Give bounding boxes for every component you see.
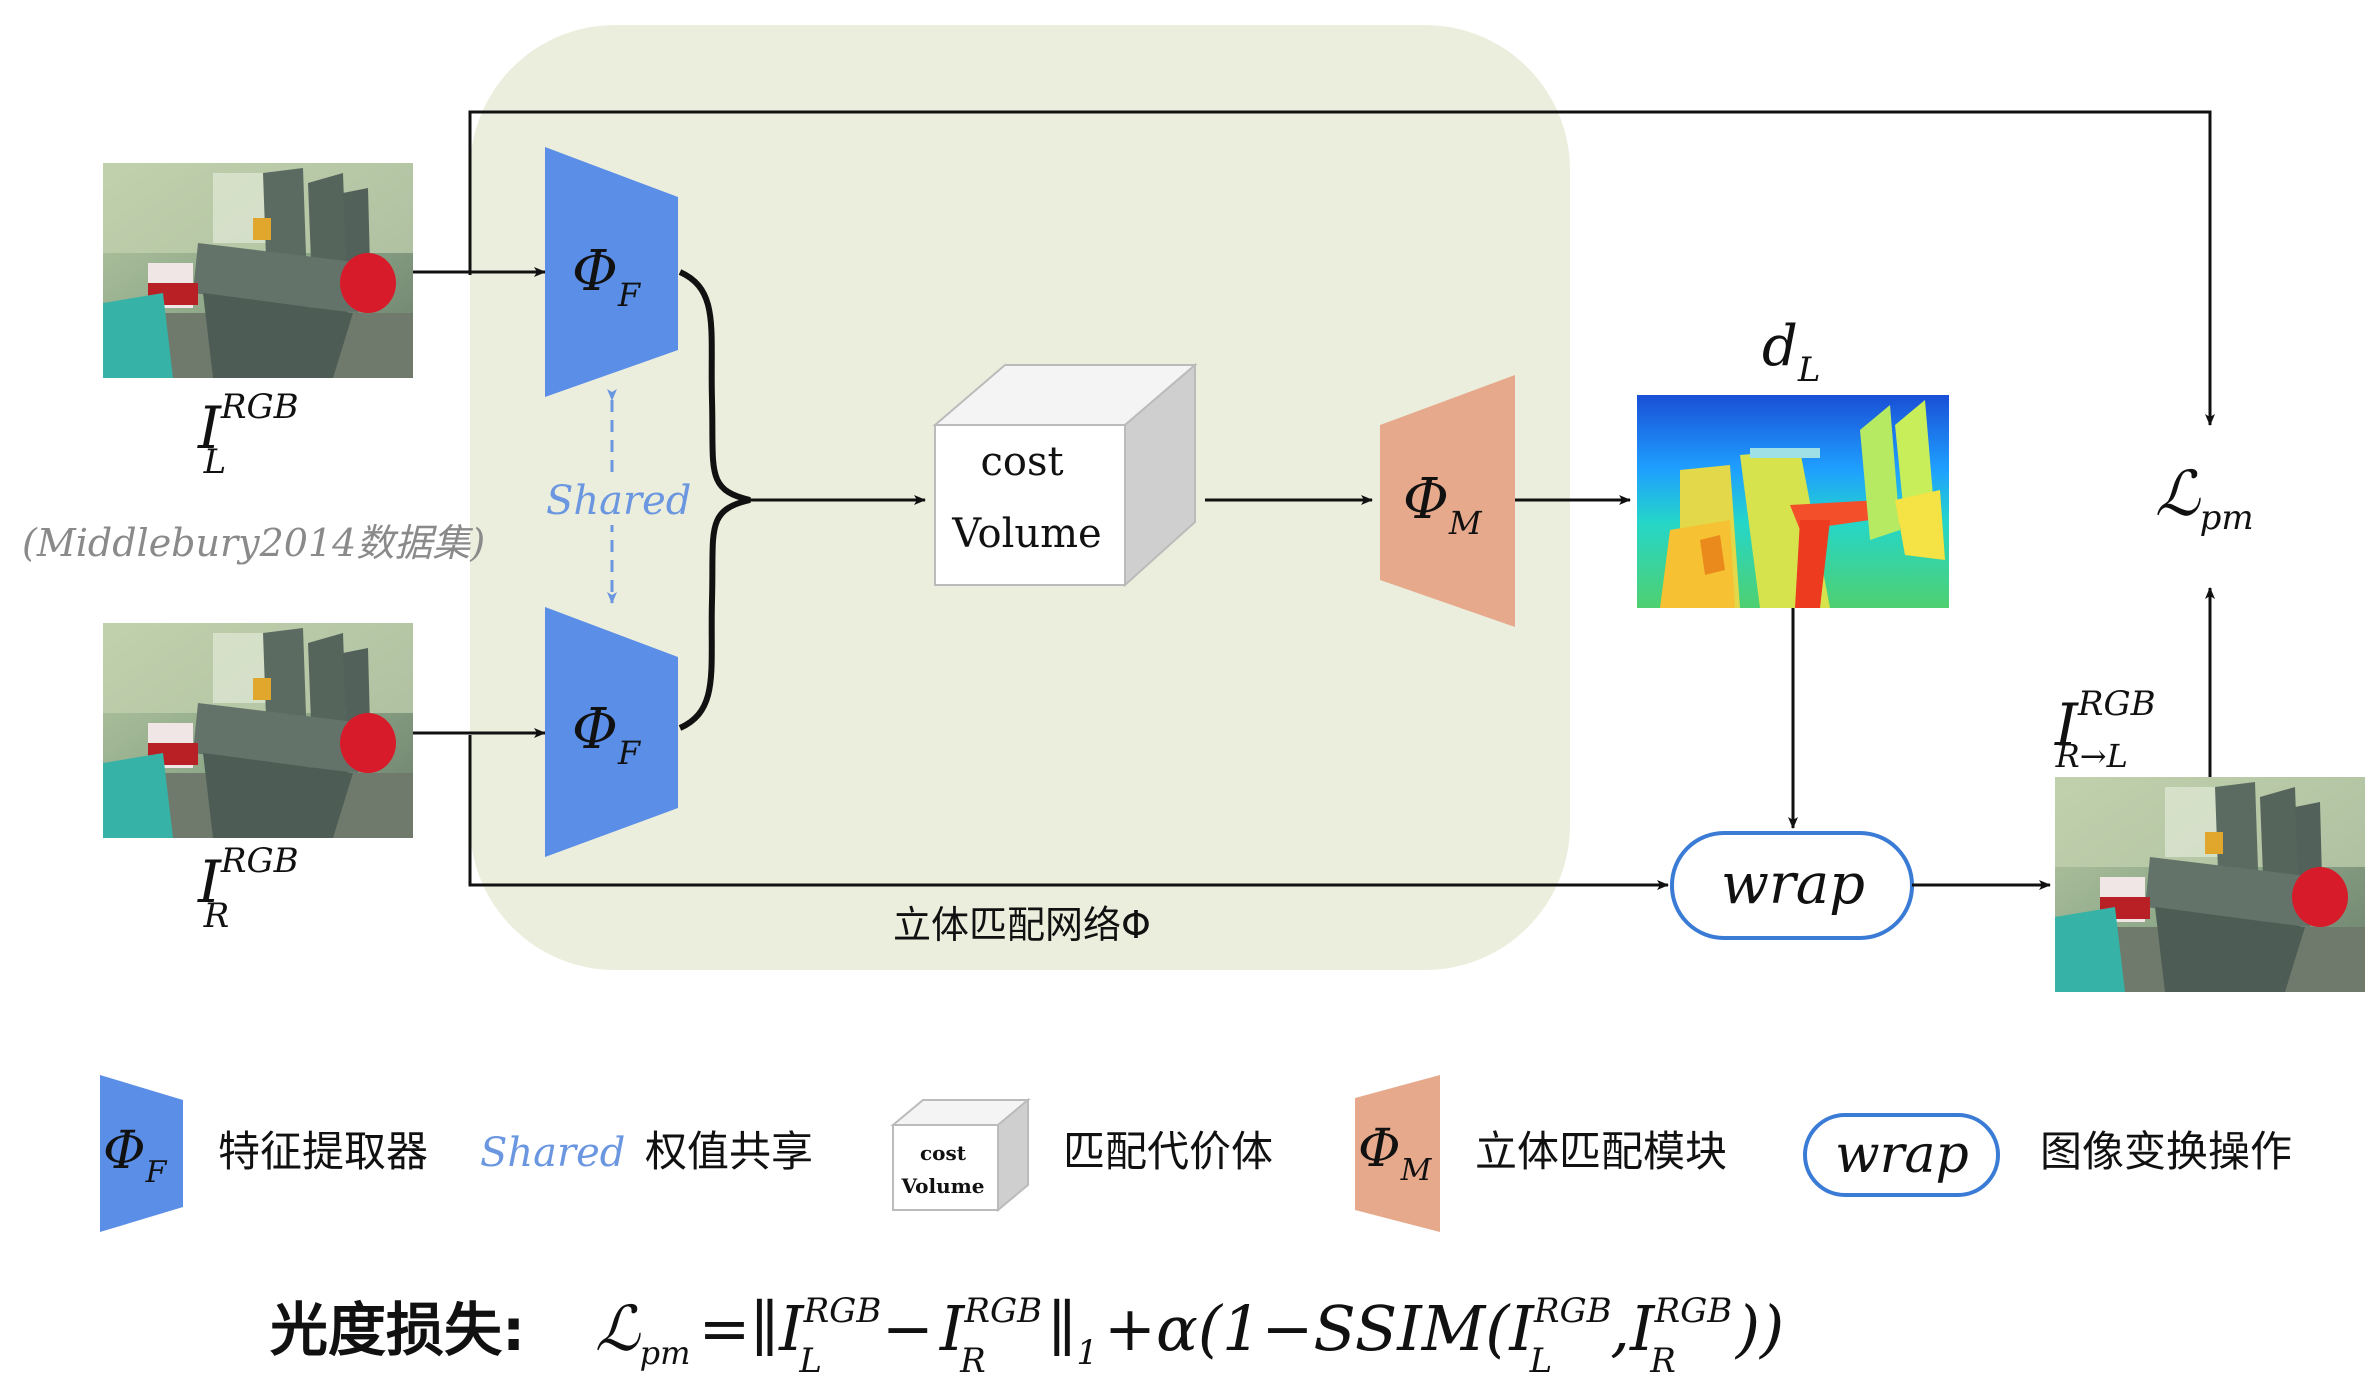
input-image-left: [103, 163, 413, 378]
cost-volume-line2: Volume: [951, 511, 1101, 557]
matching-module: [1380, 375, 1515, 627]
legend-matcher-icon: [1355, 1075, 1440, 1232]
matcher-label: ΦM: [1403, 467, 1483, 542]
network-label: 立体匹配网络Φ: [893, 903, 1151, 947]
legend-cost-icon: [890, 1097, 1031, 1213]
legend-wrap-text: 图像变换操作: [2040, 1127, 2292, 1176]
cost-volume-line1: cost: [980, 439, 1063, 485]
legend-cost-text: 匹配代价体: [1063, 1127, 1273, 1176]
wrap-label: wrap: [1721, 852, 1865, 917]
legend-cost-line2: Volume: [900, 1174, 984, 1198]
formula-prefix: 光度损失:: [270, 1296, 525, 1364]
legend-extractor-symbol: ΦF: [103, 1121, 168, 1190]
feature-extractor-bottom: [545, 607, 678, 857]
warped-image: [2055, 777, 2365, 992]
legend-cost-line1: cost: [920, 1141, 967, 1165]
loss-node: ℒpm: [2155, 457, 2254, 538]
legend-matcher-symbol: ΦM: [1358, 1119, 1433, 1188]
extractor-top-label: ΦF: [572, 239, 642, 314]
legend-wrap-word: wrap: [1835, 1125, 1969, 1185]
disparity-label: dL: [1762, 314, 1820, 390]
cost-volume-cube: [932, 362, 1198, 588]
disparity-map: [1637, 395, 1949, 608]
extractor-bottom-label: ΦF: [572, 697, 642, 772]
legend-matcher-text: 立体匹配模块: [1475, 1127, 1727, 1176]
legend-wrap-icon: [1803, 1113, 2000, 1197]
shared-label: Shared: [546, 478, 691, 524]
legend-extractor-text: 特征提取器: [218, 1127, 428, 1176]
bypass-line-bottom: [468, 735, 1669, 890]
feature-extractor-top: [545, 147, 678, 397]
dataset-note: (Middlebury2014数据集): [22, 521, 485, 565]
bypass-line-top: [468, 110, 2215, 426]
legend-shared-word: Shared: [480, 1130, 625, 1176]
legend-shared-text: 权值共享: [645, 1127, 813, 1176]
input-image-right: [103, 623, 413, 838]
legend-extractor-icon: [100, 1075, 183, 1232]
